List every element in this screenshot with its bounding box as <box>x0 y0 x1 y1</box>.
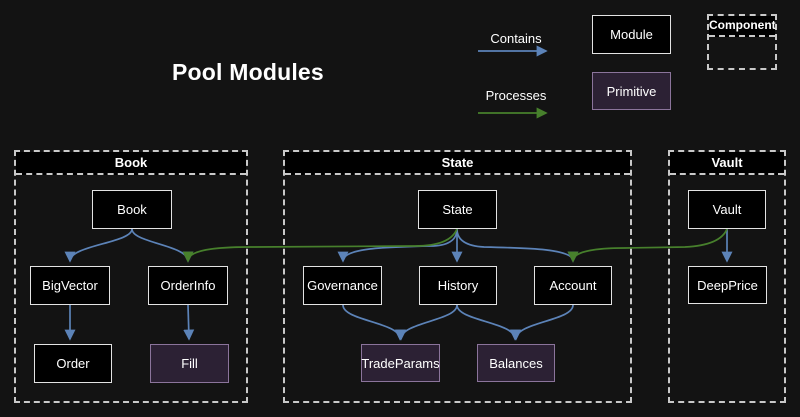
node-tradeparams-label: TradeParams <box>361 355 440 371</box>
legend-module-label: Module <box>610 27 653 42</box>
node-deepprice: DeepPrice <box>688 266 767 304</box>
node-vault: Vault <box>688 190 766 229</box>
node-orderinfo: OrderInfo <box>148 266 228 305</box>
node-account: Account <box>534 266 612 305</box>
legend-contains-label: Contains <box>490 31 542 46</box>
node-state-label: State <box>442 202 473 217</box>
node-history: History <box>419 266 497 305</box>
legend-component-sample: Component <box>707 14 777 70</box>
legend-module-sample: Module <box>592 15 671 54</box>
node-tradeparams: TradeParams <box>361 344 440 382</box>
node-fill-label: Fill <box>181 356 198 371</box>
node-balances-label: Balances <box>489 355 543 371</box>
legend-primitive-label: Primitive <box>606 83 657 99</box>
container-state: State <box>283 150 632 403</box>
node-governance: Governance <box>303 266 382 305</box>
page-title: Pool Modules <box>172 59 324 85</box>
node-orderinfo-label: OrderInfo <box>160 278 216 293</box>
node-order: Order <box>34 344 112 383</box>
node-account-label: Account <box>549 278 597 293</box>
node-book-label: Book <box>117 202 147 217</box>
node-governance-label: Governance <box>307 278 378 293</box>
container-state-title: State <box>285 152 630 175</box>
node-state: State <box>418 190 497 229</box>
container-book: Book <box>14 150 248 403</box>
node-book: Book <box>92 190 172 229</box>
legend-component-label: Component <box>709 16 776 37</box>
node-balances: Balances <box>477 344 555 382</box>
node-vault-label: Vault <box>712 202 742 217</box>
legend-primitive-sample: Primitive <box>592 72 671 110</box>
node-bigvector-label: BigVector <box>42 278 98 293</box>
node-fill: Fill <box>150 344 229 383</box>
node-history-label: History <box>437 278 479 293</box>
container-book-title: Book <box>16 152 246 175</box>
legend-processes-label: Processes <box>485 88 547 103</box>
node-bigvector: BigVector <box>30 266 110 305</box>
node-order-label: Order <box>56 356 90 371</box>
node-deepprice-label: DeepPrice <box>697 277 758 293</box>
container-vault: Vault <box>668 150 786 403</box>
container-vault-title: Vault <box>670 152 784 175</box>
